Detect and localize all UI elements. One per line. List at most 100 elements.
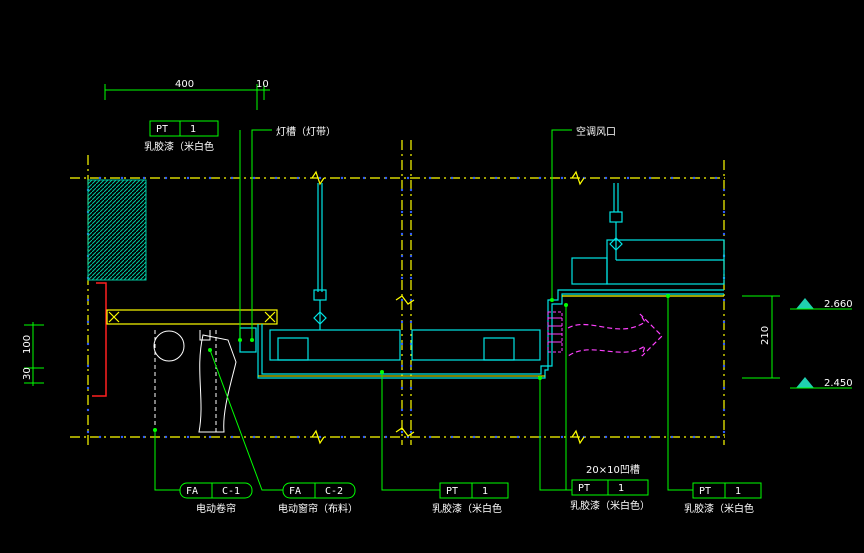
structure-dot — [274, 176, 278, 180]
material-tag: FA C-1 电动卷帘 — [179, 482, 253, 515]
tag-number: 1 — [735, 486, 741, 497]
dimension-right — [742, 295, 780, 379]
tag-number: C-1 — [222, 486, 240, 497]
hangers — [313, 183, 623, 330]
tag-box — [149, 120, 219, 137]
tag-number: 1 — [482, 486, 488, 497]
tag-number: 1 — [618, 483, 624, 494]
structure-dot — [692, 435, 696, 439]
tag-code: PT — [446, 486, 458, 497]
structure-dot — [670, 435, 674, 439]
tag-number: C-2 — [325, 486, 343, 497]
callout-lamp-trough: 灯槽（灯带） — [276, 125, 336, 138]
structure-dot — [604, 176, 608, 180]
red-wall-edge — [92, 282, 107, 397]
structure-dot — [400, 254, 404, 258]
structure-dot — [252, 435, 256, 439]
structure-dot — [120, 176, 124, 180]
structure-dot — [318, 435, 322, 439]
structure-dot — [516, 176, 520, 180]
structure-dot — [120, 435, 124, 439]
structure-dot — [86, 298, 90, 302]
structure-dot — [164, 435, 168, 439]
structure-dot — [400, 298, 404, 302]
structure-dot — [494, 176, 498, 180]
structure-dot — [86, 320, 90, 324]
structure-dot — [400, 408, 404, 412]
structure-dot — [340, 176, 344, 180]
tag-description: 乳胶漆（米白色 — [144, 140, 214, 153]
leader-dots — [153, 294, 670, 432]
roller-blind — [153, 330, 211, 430]
structure-dot — [648, 435, 652, 439]
structure-dot — [406, 176, 410, 180]
dim-10: 10 — [256, 79, 269, 90]
dim-30: 30 — [22, 367, 33, 380]
tag-box — [571, 479, 649, 496]
structure-dot — [186, 176, 190, 180]
structure-dot — [230, 176, 234, 180]
ceiling-profile — [239, 239, 725, 379]
structure-dot — [472, 176, 476, 180]
structure-dot — [409, 364, 413, 368]
structure-dot — [186, 435, 190, 439]
dim-400: 400 — [175, 79, 194, 90]
structure-dot — [428, 176, 432, 180]
structure-dot — [230, 435, 234, 439]
structure-dot — [98, 435, 102, 439]
structure-dot — [400, 276, 404, 280]
svg-text:2.660: 2.660 — [824, 299, 853, 310]
structure-dot — [340, 435, 344, 439]
structure-dot — [86, 386, 90, 390]
structure-dot — [714, 435, 718, 439]
structure-dot — [400, 320, 404, 324]
structure-dot — [409, 386, 413, 390]
tag-number: 1 — [190, 124, 196, 135]
structure-dot — [409, 430, 413, 434]
structure-dot — [142, 176, 146, 180]
tag-description: 乳胶漆（米白色 — [684, 502, 754, 515]
structure-dot — [86, 430, 90, 434]
tag-code: FA — [289, 486, 301, 497]
callout-ac-vent: 空调风口 — [576, 125, 616, 138]
tag-description: 电动窗帘（布料） — [278, 502, 358, 515]
tag-code: PT — [156, 124, 168, 135]
structure-dot — [400, 386, 404, 390]
structure-dot — [722, 386, 726, 390]
break-symbols — [311, 170, 585, 445]
tag-description: 乳胶漆（米白色） — [570, 499, 650, 512]
airflow-arrow — [567, 313, 663, 357]
dim-100: 100 — [22, 335, 33, 354]
structure-dot — [722, 408, 726, 412]
tag-description: 电动卷帘 — [196, 502, 236, 515]
structure-dot — [400, 232, 404, 236]
structure-dot — [142, 435, 146, 439]
structure-dot — [208, 176, 212, 180]
curtain — [198, 330, 237, 433]
elevation-marker-upper: 2.660 — [790, 298, 853, 310]
structure-dot — [516, 435, 520, 439]
structure-dot — [86, 342, 90, 346]
structure-dot — [692, 176, 696, 180]
structure-dot — [722, 430, 726, 434]
material-tag: FA C-2 电动窗帘（布料） — [278, 482, 358, 515]
structure-dot — [722, 320, 726, 324]
structure-dot — [164, 176, 168, 180]
structure-dot — [560, 435, 564, 439]
tag-box — [282, 482, 356, 499]
structure-dot — [670, 176, 674, 180]
structure-dot — [472, 435, 476, 439]
structure-dot — [409, 298, 413, 302]
tag-box — [179, 482, 253, 499]
ac-vent — [547, 311, 663, 357]
structure-dot — [722, 342, 726, 346]
tag-code: FA — [186, 486, 198, 497]
structure-dot — [626, 176, 630, 180]
structure-dot — [362, 176, 366, 180]
leader-lines — [154, 129, 693, 491]
structure-dot — [252, 176, 256, 180]
structure-dot — [626, 435, 630, 439]
elevation-marker-lower: 2.450 — [790, 377, 853, 389]
